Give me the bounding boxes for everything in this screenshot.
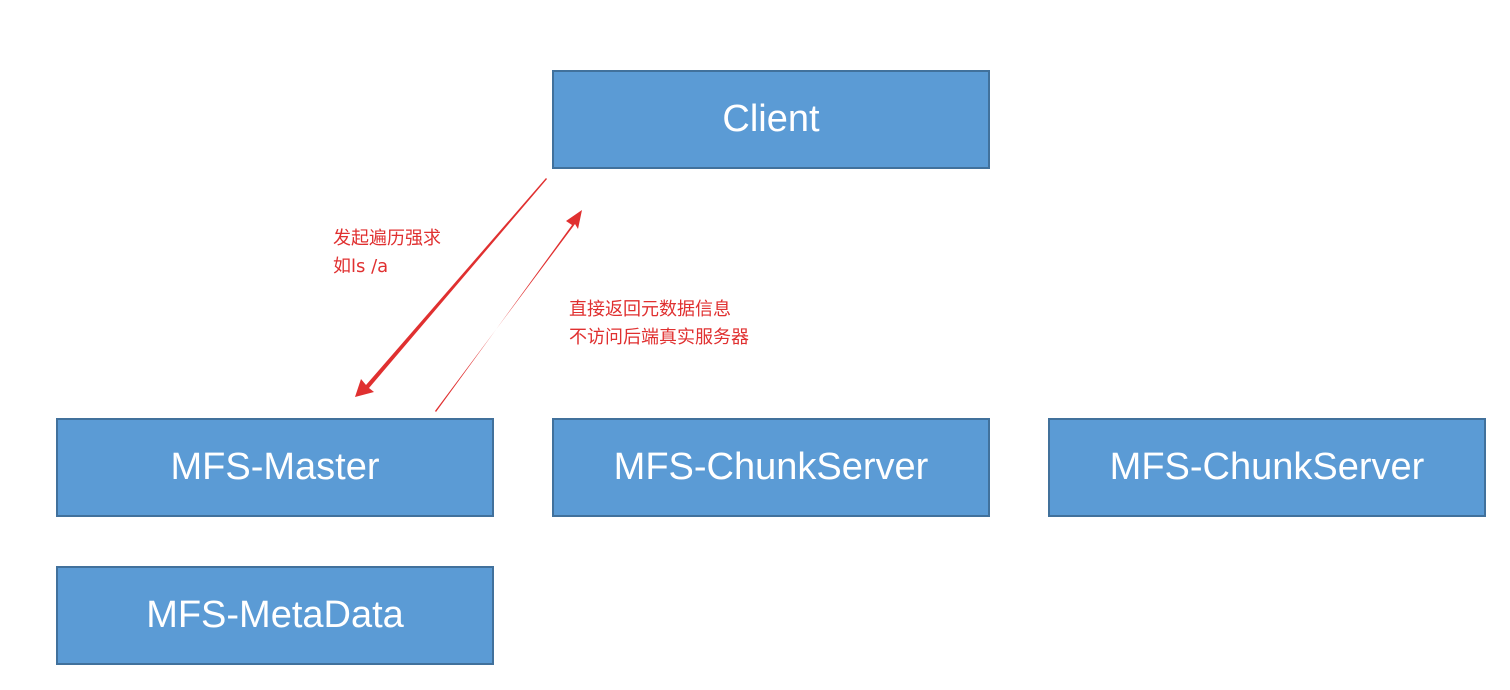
- mfs-chunkserver-label-2: MFS-ChunkServer: [1109, 446, 1425, 488]
- request-arrow: [355, 178, 547, 397]
- client-label: Client: [722, 98, 820, 140]
- request-annotation-line-2: 如ls /a: [333, 256, 389, 277]
- request-annotation: 发起遍历强求 如ls /a: [333, 225, 441, 281]
- response-annotation: 直接返回元数据信息 不访问后端真实服务器: [569, 296, 749, 352]
- mfs-chunkserver-node-2: MFS-ChunkServer: [1048, 418, 1486, 517]
- client-node: Client: [552, 70, 990, 169]
- mfs-master-node: MFS-Master: [56, 418, 494, 517]
- response-annotation-line-1: 直接返回元数据信息: [569, 299, 731, 320]
- mfs-metadata-node: MFS-MetaData: [56, 566, 494, 665]
- mfs-metadata-label: MFS-MetaData: [146, 594, 404, 636]
- request-annotation-line-1: 发起遍历强求: [333, 228, 441, 249]
- mfs-chunkserver-node-1: MFS-ChunkServer: [552, 418, 990, 517]
- mfs-chunkserver-label-1: MFS-ChunkServer: [613, 446, 929, 488]
- response-annotation-line-2: 不访问后端真实服务器: [569, 327, 749, 348]
- mfs-master-label: MFS-Master: [170, 446, 380, 488]
- response-arrow: [435, 210, 582, 412]
